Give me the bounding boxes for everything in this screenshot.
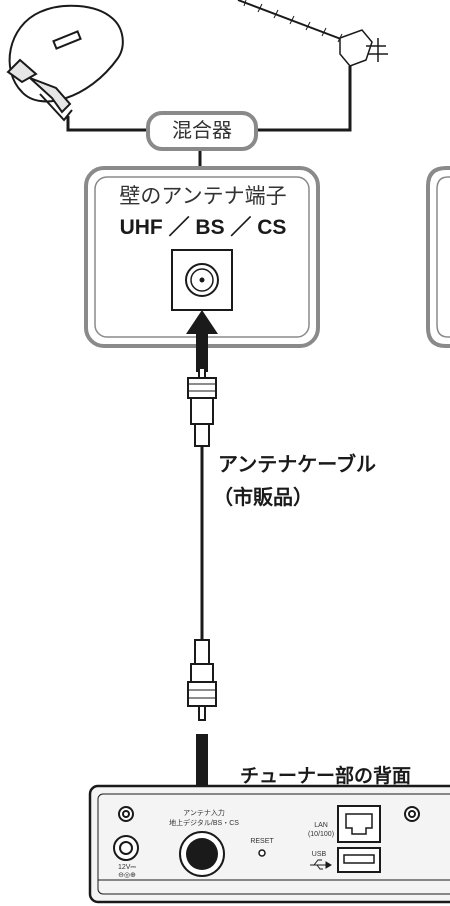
cable-connector-lower [187,639,217,721]
usb-port [337,847,381,873]
wall-outlet-title: 壁のアンテナ端子 [119,184,287,208]
usb-label: USB [311,851,327,858]
arrow-up-icon [186,310,218,372]
antenna-port-label-line1: アンテナ入力 [183,810,225,817]
screw-icon [118,806,134,822]
mixer-label: 混合器 [172,118,232,142]
tuner-heading: チューナー部の背面 [240,765,412,787]
antenna-input-port [179,831,225,877]
power-polarity: ⊖◎⊕ [118,872,136,879]
cable-name: アンテナケーブル [218,452,376,476]
cable-connector-upper [187,367,217,447]
screw-icon [404,806,420,822]
wall-outlet-panel-secondary [426,166,450,348]
cable-note: （市販品） [213,485,313,509]
mixer-box [146,111,258,151]
power-jack-icon [113,835,139,861]
lan-label-line1: LAN [314,822,328,829]
wall-outlet-bands: UHF ／ BS ／ CS [119,216,287,239]
antenna-port-label-line2: 地上デジタル/BS・CS [169,820,239,827]
feed-cables [66,66,352,168]
terrestrial-antenna-icon [237,0,388,67]
power-label: 12V⎓ [117,864,137,871]
reset-label: RESET [250,838,274,845]
lan-label-line2: (10/100) [307,831,335,838]
satellite-dish-icon [6,4,124,122]
reset-button [258,849,266,857]
antenna-socket-icon [171,249,233,311]
usb-icon [310,859,332,870]
lan-port [337,805,381,843]
